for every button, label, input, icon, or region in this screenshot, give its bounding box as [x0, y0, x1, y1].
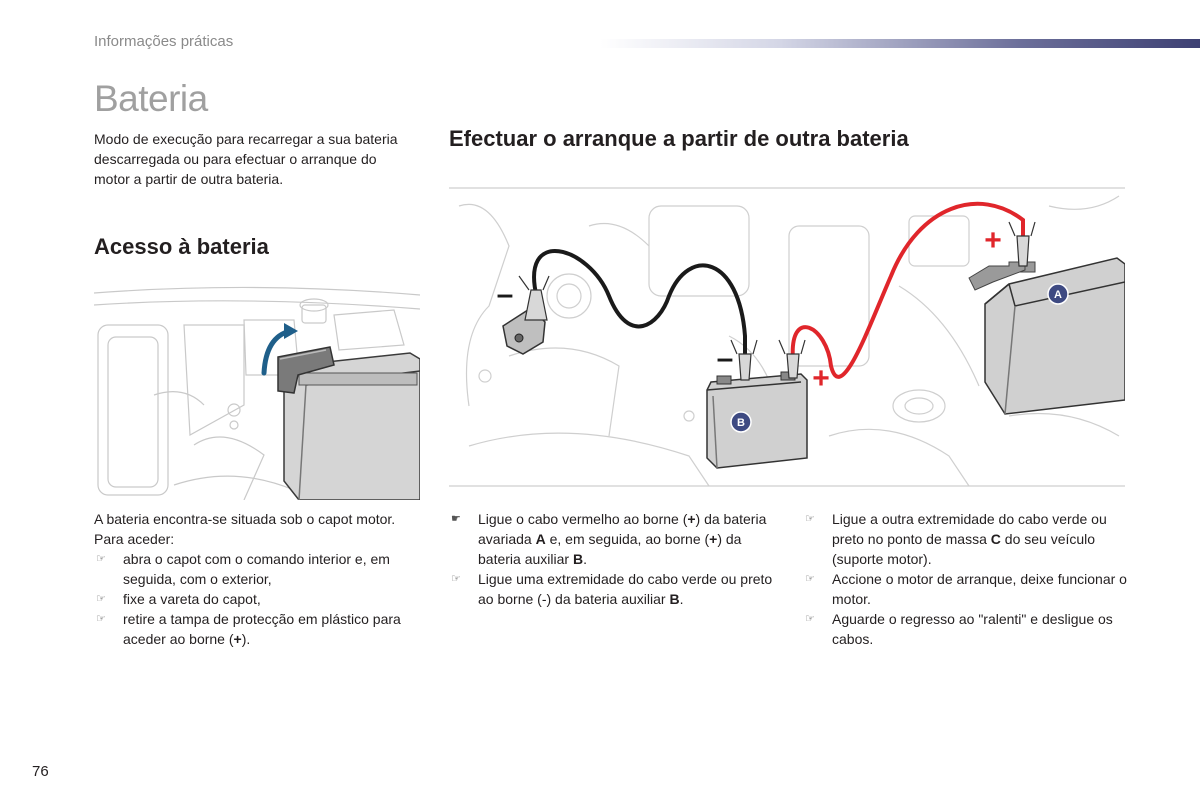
section-header: Informações práticas: [94, 33, 234, 50]
page-title: Bateria: [94, 78, 208, 119]
header-bar: [600, 39, 1200, 48]
list-item: ☞fixe a vareta do capot,: [96, 591, 261, 607]
pointing-hand-black-icon: ☛: [451, 513, 461, 525]
label-plus-battery-a: +: [984, 224, 1002, 257]
list-item: ☞retire a tampa de protecção em plástico…: [96, 611, 401, 647]
heading-jump-start: Efectuar o arranque a partir de outra ba…: [449, 126, 909, 151]
pointing-hand-white-icon: ☞: [96, 613, 106, 625]
heading-access-battery: Acesso à bateria: [94, 234, 269, 259]
battery-access-illustration: [94, 286, 420, 500]
list-item: ☞Accione o motor de arranque, deixe func…: [805, 571, 1127, 607]
jump-start-illustration: A B – – + +: [449, 187, 1125, 487]
pointing-hand-white-icon: ☞: [451, 573, 461, 585]
page-number: 76: [32, 763, 49, 780]
pointing-hand-white-icon: ☞: [96, 593, 106, 605]
pointing-hand-white-icon: ☞: [805, 613, 815, 625]
pointing-hand-white-icon: ☞: [805, 573, 815, 585]
access-instructions: A bateria encontra-se situada sob o capo…: [94, 509, 422, 649]
label-battery-a: A: [1054, 289, 1062, 301]
label-plus-battery-b: +: [812, 362, 830, 395]
pointing-hand-white-icon: ☞: [805, 513, 815, 525]
label-minus-ground: –: [497, 278, 514, 311]
pointing-hand-white-icon: ☞: [96, 553, 106, 565]
intro-paragraph: Modo de execução para recarregar a sua b…: [94, 131, 398, 187]
list-item: ☞abra o capot com o comando interior e, …: [96, 551, 390, 587]
access-paragraph-2: Para aceder:: [94, 531, 175, 547]
list-item: ☞Aguarde o regresso ao "ralenti" e desli…: [805, 611, 1113, 647]
label-battery-b: B: [737, 417, 745, 429]
list-item: ☞Ligue uma extremidade do cabo verde ou …: [451, 571, 773, 607]
list-item: ☛Ligue o cabo vermelho ao borne (+) da b…: [451, 511, 767, 567]
list-item: ☞Ligue a outra extremidade do cabo verde…: [805, 511, 1107, 567]
jump-start-steps-column-1: ☛Ligue o cabo vermelho ao borne (+) da b…: [449, 509, 779, 609]
label-minus-battery-b: –: [717, 342, 734, 375]
access-steps-list: ☞abra o capot com o comando interior e, …: [94, 549, 422, 649]
jump-start-steps-column-2: ☞Ligue a outra extremidade do cabo verde…: [803, 509, 1133, 649]
access-paragraph-1: A bateria encontra-se situada sob o capo…: [94, 511, 396, 527]
